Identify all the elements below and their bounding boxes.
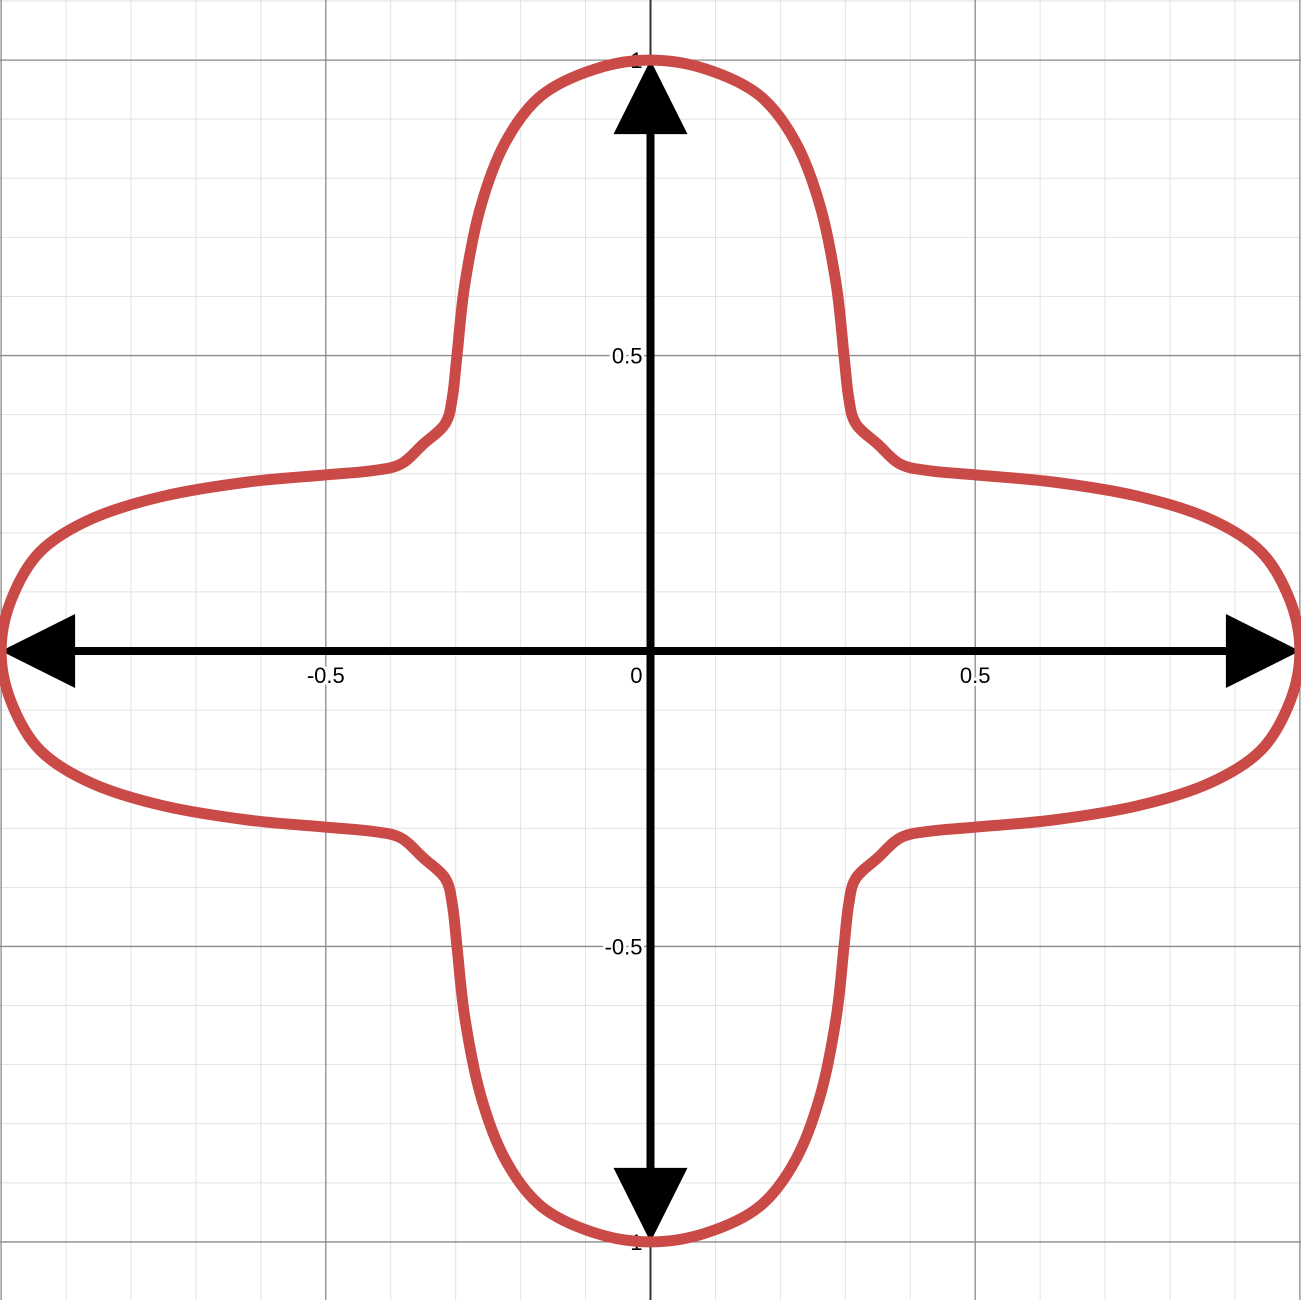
y-tick-label: -0.5 [605,934,643,959]
arrowhead [613,60,688,135]
x-tick-label: -0.5 [307,663,345,688]
axis-arrows [1,60,1300,1242]
x-tick-label: 0.5 [960,663,991,688]
y-tick-label: 0.5 [612,344,643,369]
curve-series-line [0,54,1301,1248]
arrowhead [1225,614,1300,689]
arrowhead [1,614,76,689]
curve-layer [0,54,1301,1248]
arrowhead [613,1167,688,1242]
x-tick-label: 0 [630,663,642,688]
